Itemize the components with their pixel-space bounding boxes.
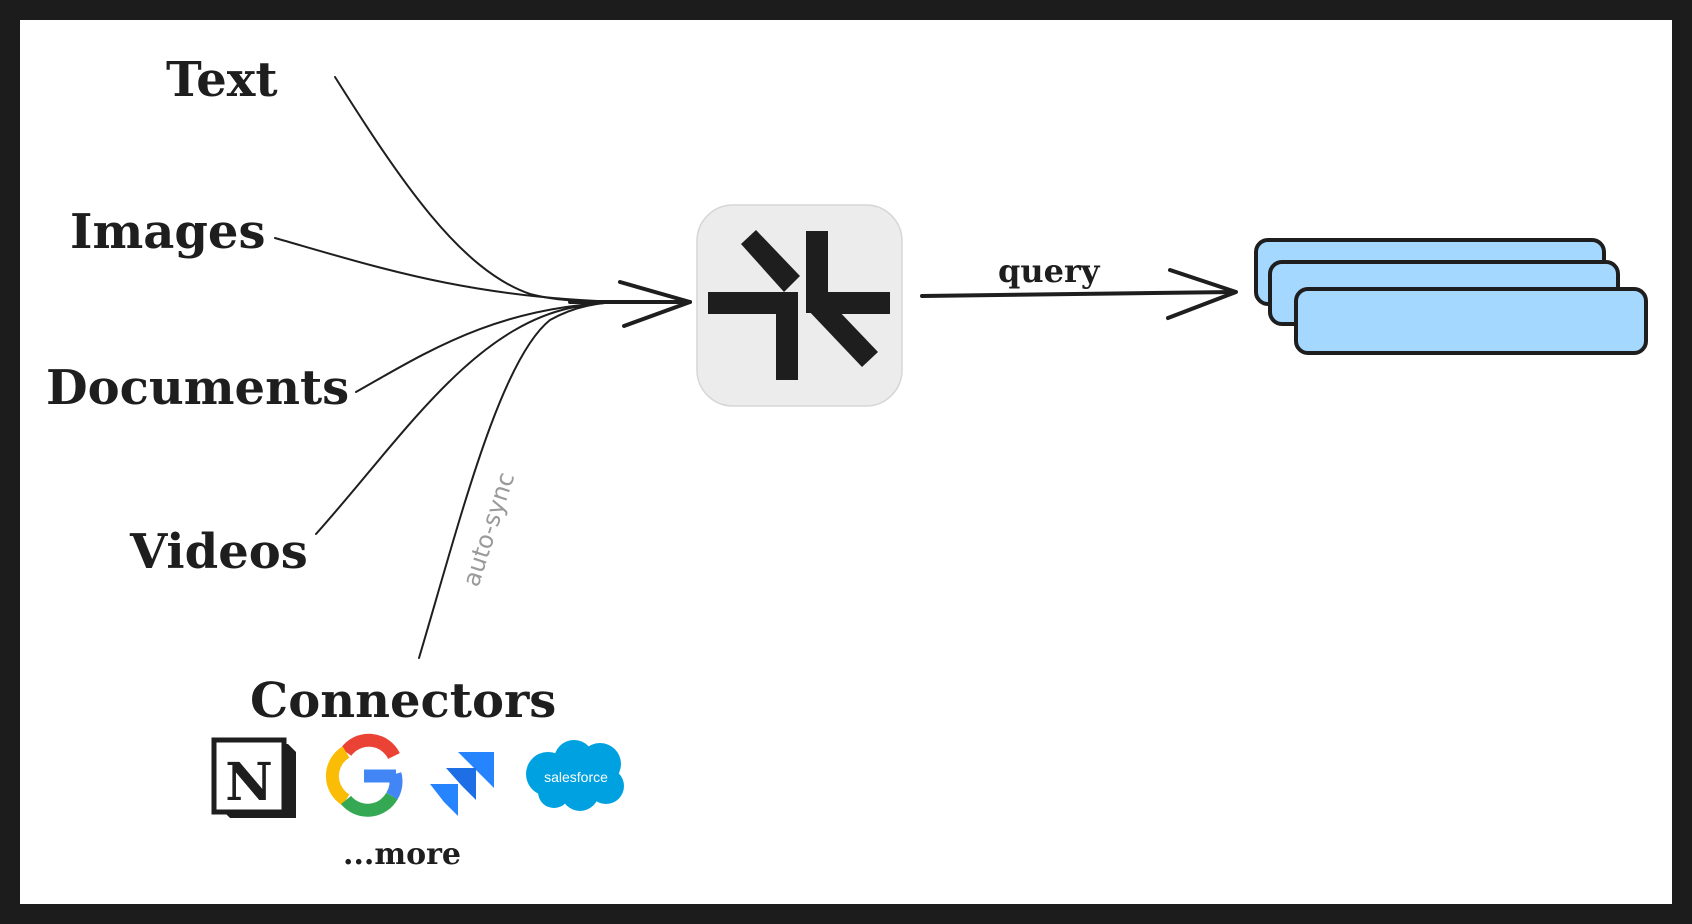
flow-line-text	[334, 76, 626, 303]
google-logo-icon	[325, 733, 403, 817]
flow-line-videos	[315, 301, 626, 535]
notion-logo-icon: N	[211, 737, 296, 818]
connectors-title: Connectors	[250, 673, 556, 729]
jira-logo-icon	[430, 752, 494, 816]
output-card	[1294, 287, 1648, 355]
flow-line-documents	[355, 301, 626, 393]
hub-node	[696, 204, 903, 407]
merge-logo-icon	[708, 230, 890, 380]
salesforce-logo-icon: salesforce	[526, 740, 624, 811]
output-stack	[1254, 238, 1648, 355]
flow-line-connectors	[418, 301, 626, 659]
query-label: query	[998, 252, 1101, 290]
auto-sync-label: auto-sync	[457, 469, 520, 590]
source-label-images: Images	[70, 204, 265, 260]
source-label-documents: Documents	[46, 360, 349, 416]
query-arrowhead	[1166, 268, 1238, 320]
flow-line-images	[274, 237, 626, 303]
notion-logo-letter: N	[225, 752, 273, 813]
salesforce-logo-text: salesforce	[544, 769, 608, 785]
source-label-videos: Videos	[129, 524, 308, 580]
query-arrow-shaft	[920, 290, 1236, 298]
source-label-text: Text	[166, 52, 278, 108]
more-connectors-label: ...more	[343, 837, 461, 872]
